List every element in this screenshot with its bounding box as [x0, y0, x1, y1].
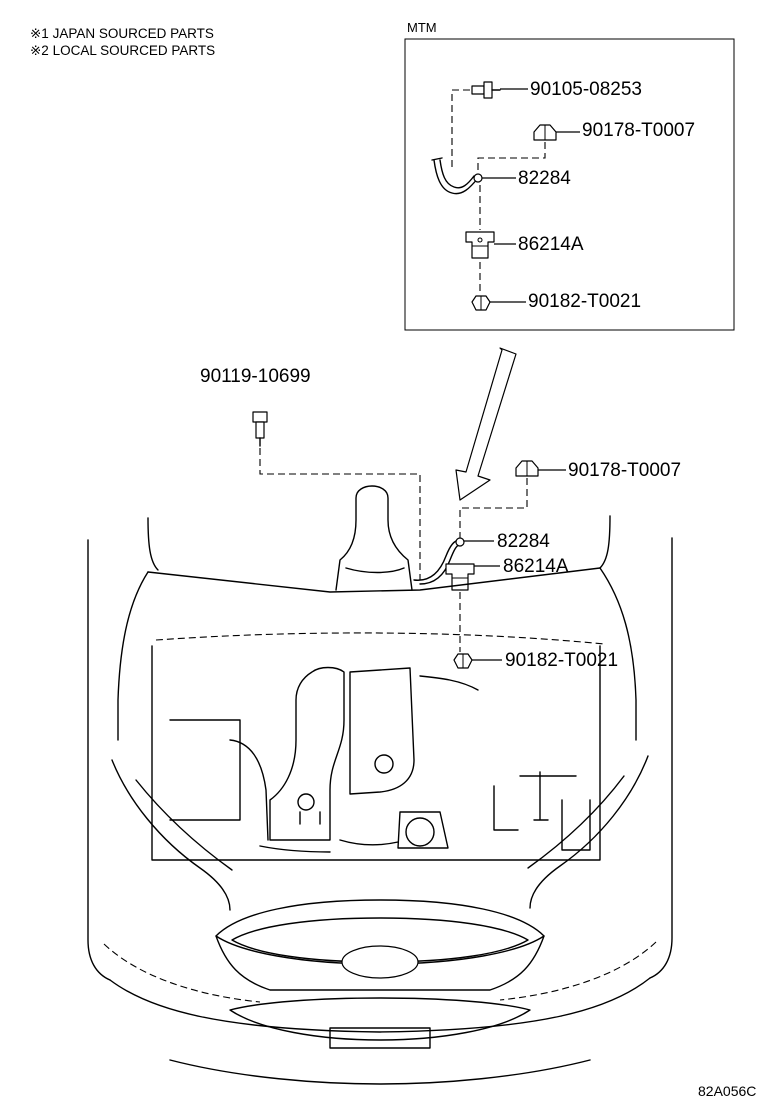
inset-part-82284[interactable]: 82284	[518, 168, 571, 189]
main-part-90119-10699[interactable]: 90119-10699	[200, 366, 311, 387]
inset-part-90105-08253[interactable]: 90105-08253	[530, 79, 642, 100]
note-local-sourced: ※2 LOCAL SOURCED PARTS	[30, 43, 215, 58]
bracket-icon	[465, 231, 495, 259]
inset-mtm: MTM 90105-08253 90178-T0007 822	[404, 20, 735, 331]
clip-icon	[471, 295, 491, 311]
main-part-90182-T0021[interactable]: 90182-T0021	[505, 650, 618, 671]
inset-part-86214A[interactable]: 86214A	[518, 234, 584, 255]
inset-title: MTM	[407, 20, 437, 35]
detail-arrow	[455, 347, 517, 501]
note-japan-sourced: ※1 JAPAN SOURCED PARTS	[30, 26, 214, 41]
nut-icon	[533, 124, 557, 141]
clip-icon	[453, 653, 473, 669]
bolt-icon	[471, 81, 501, 99]
main-part-86214A[interactable]: 86214A	[503, 556, 569, 577]
nut-icon	[515, 460, 539, 477]
bracket-icon	[445, 563, 475, 591]
inset-frame	[404, 38, 735, 331]
ground-wire-icon	[431, 157, 483, 195]
ground-wire-icon	[413, 537, 465, 585]
vehicle-front-illustration	[87, 485, 673, 1085]
figure-code: 82A056C	[698, 1083, 756, 1099]
inset-part-90178-T0007[interactable]: 90178-T0007	[582, 120, 695, 141]
main-part-82284[interactable]: 82284	[497, 531, 550, 552]
bolt-icon	[252, 411, 268, 447]
inset-part-90182-T0021[interactable]: 90182-T0021	[528, 291, 641, 312]
main-part-90178-T0007[interactable]: 90178-T0007	[568, 460, 681, 481]
